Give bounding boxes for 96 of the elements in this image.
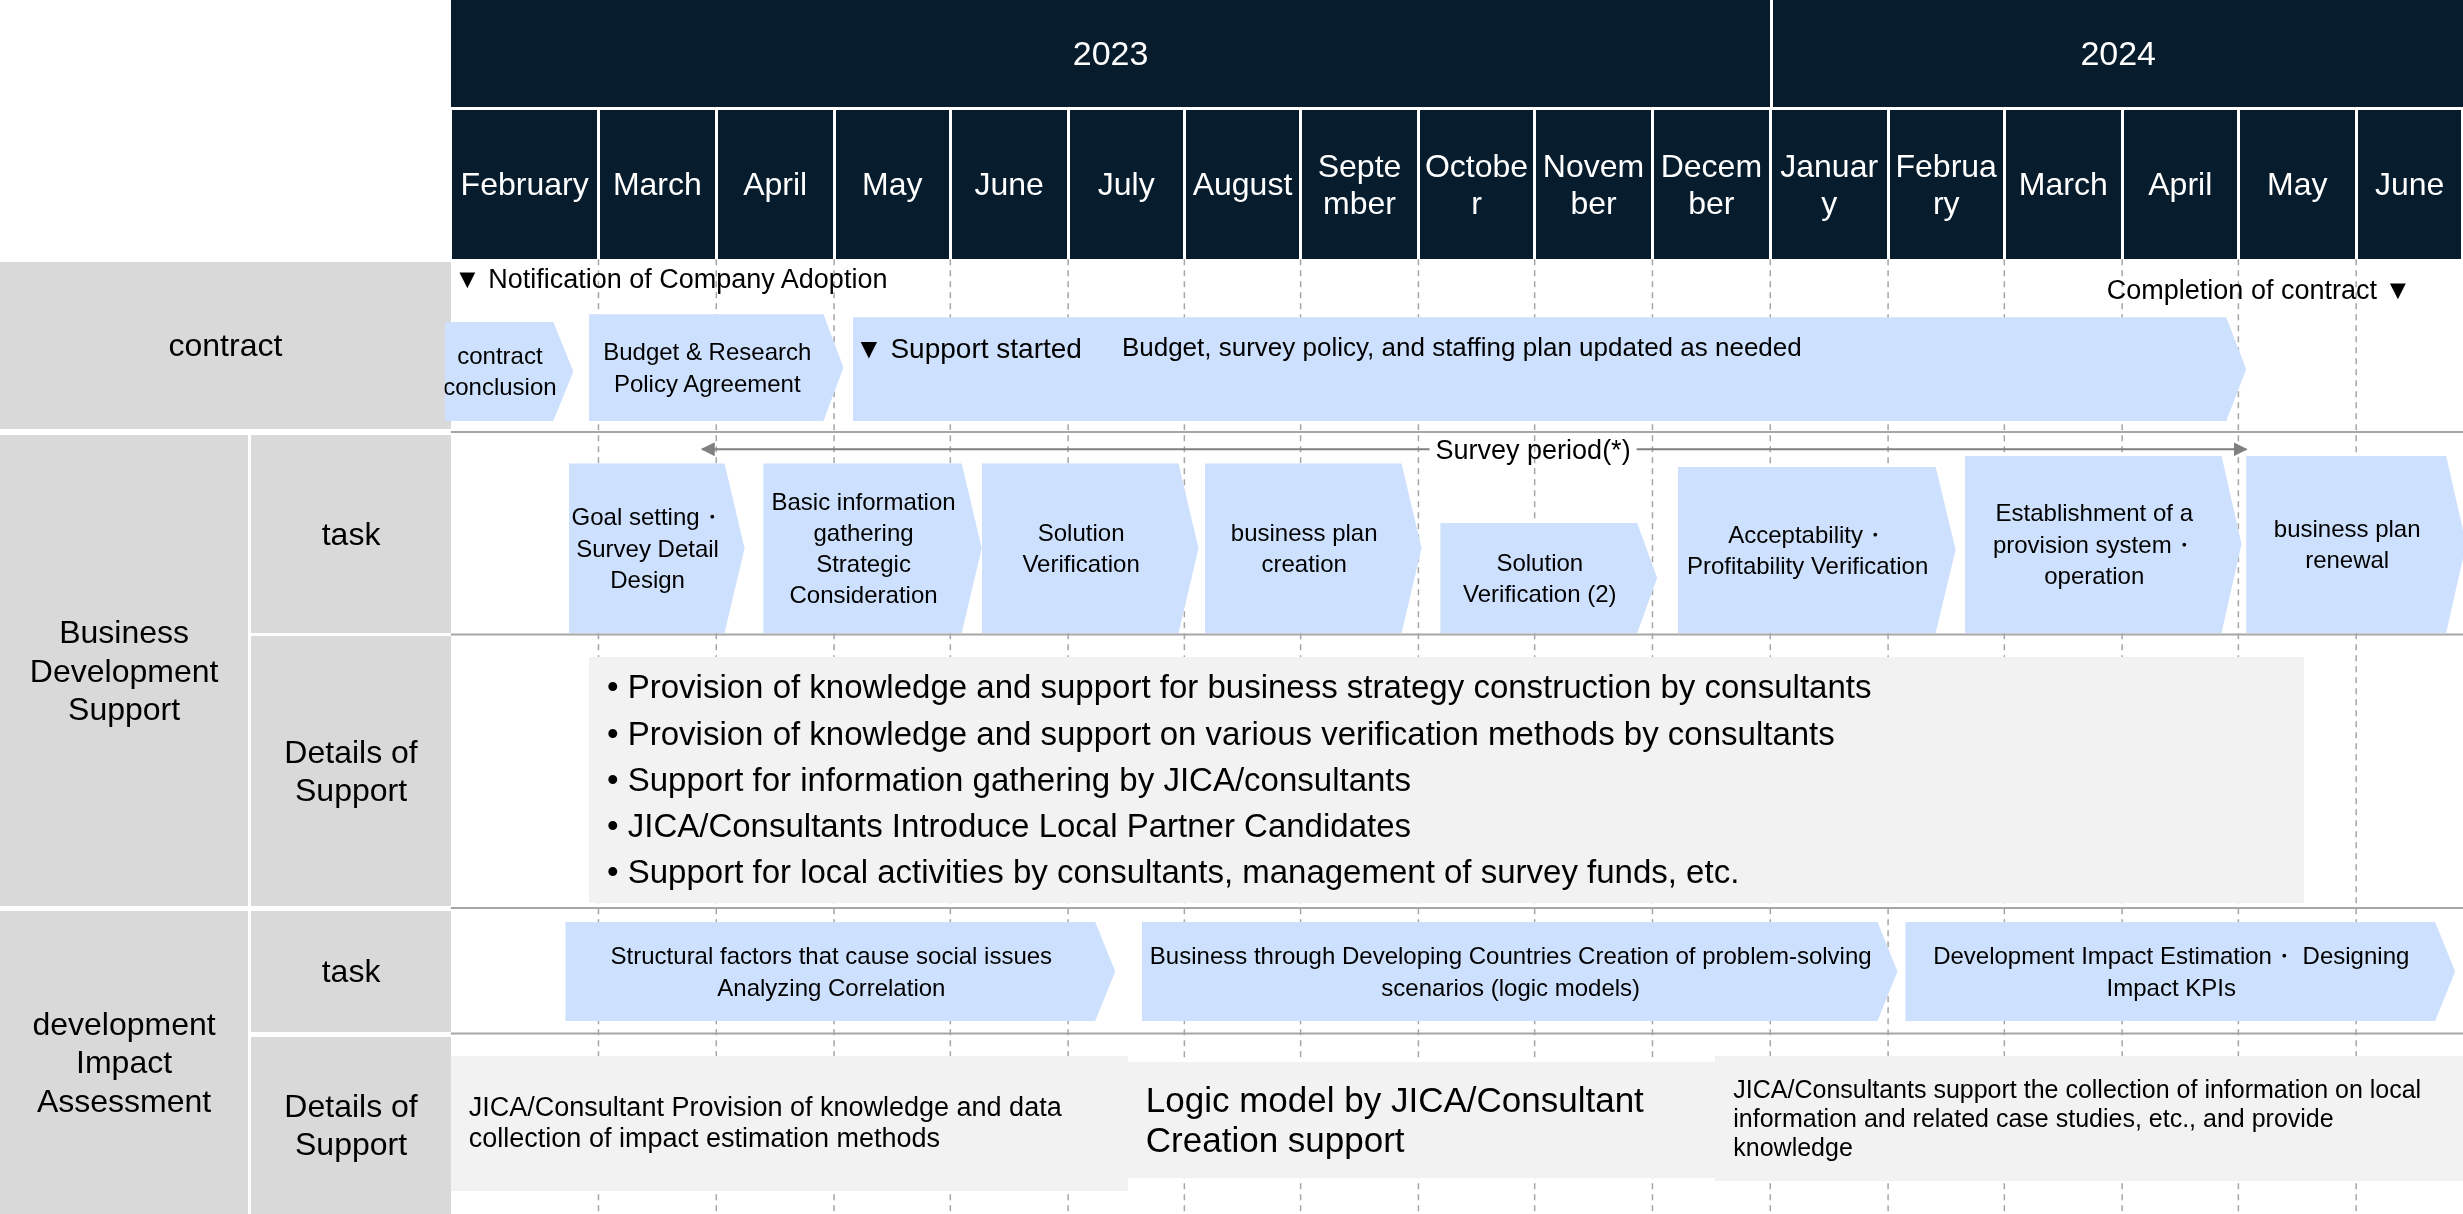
- bullet-item: • Support for information gathering by JICA/consultants: [607, 759, 1412, 800]
- month-label: April: [2148, 166, 2213, 203]
- month-header: [1536, 109, 1651, 260]
- row-label: task: [321, 952, 381, 991]
- milestone-text: ▼ Notification of Company Adoption: [453, 263, 888, 295]
- month-header: [1185, 109, 1300, 260]
- row-header: [251, 911, 451, 1032]
- month-header: [1069, 109, 1183, 260]
- month-label: December: [1659, 147, 1764, 222]
- task-block: [1677, 466, 1956, 633]
- month-label: April: [743, 166, 808, 203]
- row-header: [0, 435, 249, 907]
- month-header: [452, 109, 597, 260]
- arrow: [700, 442, 1431, 457]
- arrow: [1635, 442, 2248, 457]
- month-header: [2357, 109, 2462, 260]
- chevron-text: Solution Verification: [1021, 518, 1141, 580]
- month-header: [2005, 109, 2121, 260]
- task-block: [589, 314, 844, 421]
- row-header: [251, 435, 451, 633]
- row-header: [251, 1036, 451, 1214]
- month-label: February: [460, 166, 589, 203]
- chevron-text: Solution Verification (2): [1462, 547, 1618, 610]
- month-label: July: [1097, 166, 1155, 203]
- month-header: [1420, 109, 1534, 260]
- month-label: June: [2374, 166, 2445, 203]
- details-panel: [1715, 1055, 2463, 1182]
- milestone-text: Completion of contract ▼: [2106, 274, 2412, 306]
- chevron-text: Establishment of a provision system・ operation: [1991, 498, 2197, 591]
- year-header: [1773, 0, 2463, 107]
- month-header: [951, 109, 1067, 260]
- row-label: development Impact Assessment: [31, 1005, 217, 1121]
- chevron-text: Structural factors that cause social issues Analyzing Correlation: [609, 941, 1054, 1003]
- task-block: [2246, 455, 2463, 633]
- month-label: September: [1316, 147, 1403, 222]
- task-block: [852, 317, 2247, 421]
- row-label: Business Development Support: [28, 613, 220, 729]
- row-label: contract: [168, 326, 283, 365]
- task-block: [1204, 463, 1422, 633]
- bullet-item: • Provision of knowledge and support on various verification methods by consultants: [607, 713, 1836, 754]
- chevron-text: contract conclusion: [443, 341, 557, 403]
- month-label: August: [1192, 166, 1293, 203]
- chevron-text: Budget, survey policy, and staffing plan updated as needed: [1121, 331, 1802, 365]
- month-header: [1302, 109, 1417, 260]
- row-label: Details of Support: [283, 1087, 419, 1164]
- bullet-item: • Provision of knowledge and support for business strategy construction by consultants: [607, 667, 1872, 708]
- chevron-text: Budget & Research Policy Agreement: [602, 337, 813, 399]
- task-block: [981, 463, 1199, 633]
- row-header: [251, 636, 451, 907]
- period-label: Survey period(*): [1435, 435, 1631, 467]
- month-header: [2123, 109, 2237, 260]
- month-header: [717, 109, 833, 260]
- chevron-text: Acceptability・ Profitability Verification: [1685, 519, 1930, 581]
- chevron-text: business plan creation: [1229, 518, 1379, 580]
- chevron-text: Basic information gathering Strategic Consideration: [770, 486, 957, 611]
- bullet-item: • Support for local activities by consultants, management of survey funds, etc.: [607, 852, 1741, 893]
- month-label: May: [2267, 166, 2328, 203]
- year-header: [450, 0, 1771, 107]
- row-label: Details of Support: [283, 732, 419, 810]
- details-text: JICA/Consultants support the collection of information on local information and related case studies, etc., and provide knowledge: [1733, 1074, 2423, 1162]
- details-text: JICA/Consultant Provision of knowledge and data collection of impact estimation methods: [468, 1092, 1063, 1155]
- month-label: February: [1894, 147, 1998, 222]
- month-header: [1771, 109, 1887, 260]
- row-header: [0, 911, 249, 1214]
- details-panel: [450, 1055, 1128, 1191]
- chevron-text: Business through Developing Countries Creation of problem-solving scenarios (logic models): [1148, 941, 1873, 1003]
- month-header: [1654, 109, 1769, 260]
- month-label: November: [1541, 147, 1646, 222]
- month-label: March: [612, 166, 702, 203]
- year-label: 2024: [2080, 33, 2156, 73]
- task-block: [763, 463, 982, 633]
- chevron-text: business plan renewal: [2272, 514, 2422, 576]
- task-block: [1965, 455, 2242, 633]
- month-header: [1889, 109, 2003, 260]
- task-block: [1141, 922, 1898, 1021]
- chevron-text: Development Impact Estimation・ Designing Impact KPIs: [1932, 941, 2411, 1003]
- task-block: [565, 922, 1116, 1021]
- task-block: [1905, 922, 2456, 1021]
- details-panel: [589, 656, 2305, 904]
- chevron-text: Goal setting・ Survey Detail Design: [570, 502, 725, 595]
- month-header: [835, 109, 949, 260]
- year-label: 2023: [1072, 33, 1149, 73]
- task-block: [1440, 523, 1658, 633]
- task-block: [444, 322, 574, 421]
- month-label: March: [2018, 166, 2108, 203]
- month-header: [600, 109, 715, 260]
- month-label: January: [1779, 147, 1880, 222]
- month-header: [2239, 109, 2355, 260]
- details-text: Logic model by JICA/Consultant Creation support: [1145, 1079, 1645, 1160]
- month-label: June: [974, 166, 1044, 203]
- month-label: October: [1424, 147, 1530, 222]
- month-label: May: [861, 166, 923, 203]
- task-block: [568, 463, 745, 633]
- milestone-text: ▼ Support started: [854, 332, 1082, 367]
- bullet-item: • JICA/Consultants Introduce Local Partner Candidates: [607, 805, 1413, 846]
- row-label: task: [321, 514, 381, 554]
